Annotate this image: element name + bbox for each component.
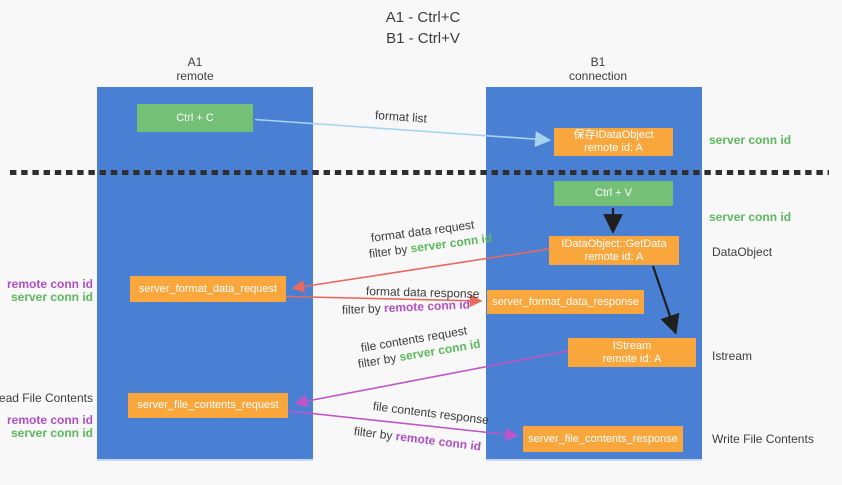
column-a-name: A1 xyxy=(187,55,203,69)
remote-conn-id-text: remote conn id xyxy=(394,429,482,454)
ctrl-c-node: Ctrl + C xyxy=(137,104,253,132)
read-file-contents-note: Read File Contents xyxy=(0,391,93,405)
getdata-line2: remote id: A xyxy=(584,250,644,263)
server-file-contents-response-node: server_file_contents_response xyxy=(523,426,683,452)
file-contents-response-text: file contents response xyxy=(372,399,490,428)
title-line-1: A1 - Ctrl+C xyxy=(385,9,461,26)
format-data-response-filter-label: filter by remote conn id xyxy=(342,297,471,317)
server-conn-id-note: server conn id xyxy=(10,426,93,440)
column-b-subtitle: connection xyxy=(568,69,628,83)
server-file-contents-response-label: server_file_contents_response xyxy=(528,432,678,445)
getdata-line1: IDataObject::GetData xyxy=(561,237,667,250)
istream-line1: IStream xyxy=(612,339,652,352)
ctrl-c-label: Ctrl + C xyxy=(176,111,214,124)
save-dataobject-line2: remote id: A xyxy=(584,142,643,154)
server-format-data-response-label: server_format_data_response xyxy=(492,295,639,308)
ctrl-v-label: Ctrl + V xyxy=(595,187,632,199)
file-contents-response-label: file contents response xyxy=(372,399,490,427)
server-file-contents-request-node: server_file_contents_request xyxy=(128,393,288,418)
read-file-contents-block: Read File Contents remote conn id server… xyxy=(0,392,93,440)
title-line-2: B1 - Ctrl+V xyxy=(386,30,460,47)
column-a-header: A1 remote xyxy=(125,55,265,83)
server-conn-id-note-mid: server conn id xyxy=(709,210,792,224)
server-format-data-response-node: server_format_data_response xyxy=(487,290,644,314)
server-conn-id-note-top: server conn id xyxy=(709,133,792,147)
istream-node: IStream remote id: A xyxy=(568,338,696,367)
format-list-label: format list xyxy=(375,108,428,126)
file-contents-response-filter-label: filter by remote conn id xyxy=(353,424,482,453)
istream-note: Istream xyxy=(712,349,753,363)
column-b-name: B1 xyxy=(590,55,606,69)
ctrl-v-node: Ctrl + V xyxy=(554,181,673,206)
server-format-data-request-node: server_format_data_request xyxy=(130,276,286,302)
istream-line2: remote id: A xyxy=(602,352,662,365)
filter-by-text: filter by xyxy=(353,424,397,444)
server-file-contents-request-label: server_file_contents_request xyxy=(137,399,279,411)
column-a-subtitle: remote xyxy=(176,69,214,83)
diagram-title: A1 - Ctrl+C B1 - Ctrl+V xyxy=(303,7,543,49)
conn-id-notes-upper: remote conn id server conn id xyxy=(7,278,93,304)
save-dataobject-node: 保存IDataObject remote id: A xyxy=(554,128,673,156)
write-file-contents-note: Write File Contents xyxy=(712,432,814,446)
save-dataobject-line1: 保存IDataObject xyxy=(573,129,654,141)
remote-conn-id-text: remote conn id xyxy=(383,297,471,316)
remote-conn-id-note: remote conn id xyxy=(6,277,93,291)
format-list-text: format list xyxy=(374,108,428,126)
dataobject-note: DataObject xyxy=(712,245,773,259)
server-format-data-request-label: server_format_data_request xyxy=(138,282,278,295)
column-b-header: B1 connection xyxy=(528,55,668,83)
remote-conn-id-note: remote conn id xyxy=(6,413,93,427)
filter-by-text: filter by xyxy=(341,301,385,317)
server-conn-id-note: server conn id xyxy=(10,290,93,304)
getdata-node: IDataObject::GetData remote id: A xyxy=(549,236,679,265)
